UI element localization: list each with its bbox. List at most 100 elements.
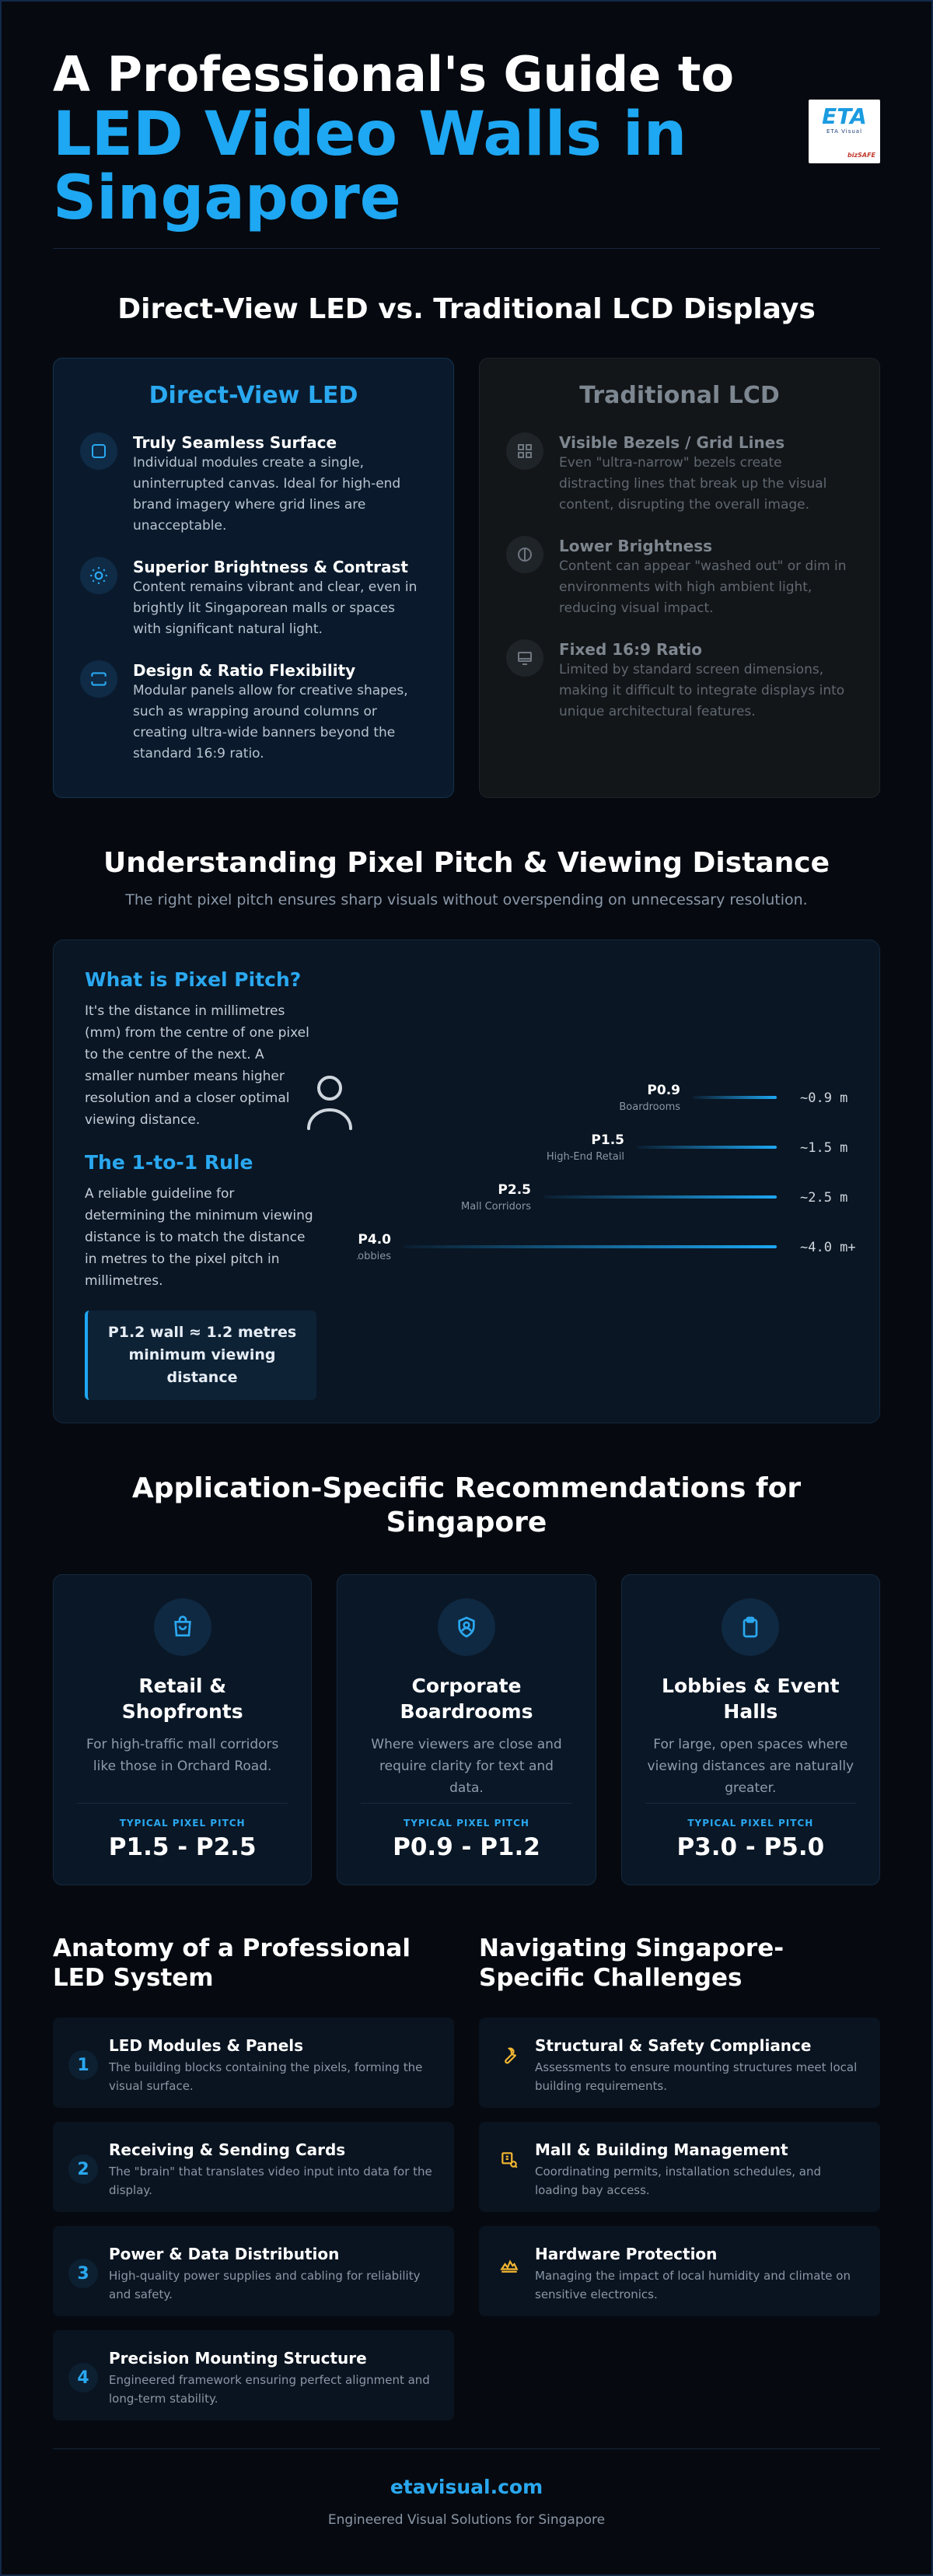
feature-desc: Content remains vibrant and clear, even …: [133, 579, 418, 637]
anatomy-column: Anatomy of a Professional LED System 1 L…: [53, 1934, 454, 2434]
pitch-label: P4.0: [358, 1232, 391, 1248]
lcd-feature: Lower Brightness Content can appear "was…: [506, 536, 853, 619]
title-line-1: A Professional's Guide to: [53, 46, 735, 103]
item-title: LED Modules & Panels: [109, 2036, 304, 2055]
item-desc: The "brain" that translates video input …: [109, 2165, 432, 2197]
pitch-label: TYPICAL PIXEL PITCH: [687, 1818, 814, 1829]
footer: etavisual.com Engineered Visual Solution…: [53, 2448, 880, 2528]
step-number: 3: [68, 2259, 98, 2288]
clipboard-icon: [722, 1598, 780, 1656]
pitch-use-label: Mall Corridors: [461, 1201, 531, 1213]
grid-icon: [506, 432, 543, 470]
distance-label: ~2.5 m: [800, 1190, 847, 1206]
feature-title: Truly Seamless Surface: [133, 433, 337, 452]
app-card-retail: Retail & Shopfronts For high-traffic mal…: [53, 1574, 313, 1885]
feature-desc: Limited by standard screen dimensions, m…: [559, 662, 845, 719]
feature-title: Superior Brightness & Contrast: [133, 558, 408, 576]
led-heading: Direct-View LED: [149, 382, 358, 409]
pitch-beam: [637, 1146, 777, 1149]
challenges-title: Navigating Singapore-Specific Challenges: [479, 1934, 784, 1992]
item-title: Structural & Safety Compliance: [535, 2036, 812, 2055]
distance-label: ~1.5 m: [800, 1140, 847, 1156]
monitor-icon: [506, 639, 543, 677]
feature-desc: Content can appear "washed out" or dim i…: [559, 558, 847, 616]
led-feature: Superior Brightness & Contrast Content r…: [80, 557, 427, 640]
item-title: Mall & Building Management: [535, 2140, 788, 2159]
pitch-subtitle: The right pixel pitch ensures sharp visu…: [125, 891, 808, 908]
led-feature: Truly Seamless Surface Individual module…: [80, 432, 427, 537]
anatomy-challenges-section: Anatomy of a Professional LED System 1 L…: [53, 1934, 880, 2434]
apps-title: Application-Specific Recommendations for…: [131, 1472, 802, 1538]
pitch-beam: [693, 1096, 777, 1099]
website-link[interactable]: etavisual.com: [390, 2476, 543, 2498]
app-desc: For high-traffic mall corridors like tho…: [86, 1737, 279, 1774]
step-number: 1: [68, 2050, 98, 2080]
comparison-title: Direct-View LED vs. Traditional LCD Disp…: [117, 293, 816, 325]
pixel-pitch-section: Understanding Pixel Pitch & Viewing Dist…: [53, 846, 880, 1423]
pitch-use-label: Large Lobbies: [357, 1251, 391, 1262]
feature-desc: Modular panels allow for creative shapes…: [133, 683, 408, 761]
pitch-label: TYPICAL PIXEL PITCH: [404, 1818, 529, 1829]
pitch-title: Understanding Pixel Pitch & Viewing Dist…: [103, 847, 830, 879]
item-title: Receiving & Sending Cards: [109, 2140, 346, 2159]
item-title: Precision Mounting Structure: [109, 2349, 367, 2368]
shopping-bag-icon: [153, 1598, 211, 1656]
wrench-icon: [494, 2041, 524, 2070]
item-desc: Assessments to ensure mounting structure…: [535, 2060, 858, 2093]
pitch-value: P0.9 - P1.2: [393, 1833, 540, 1861]
item-desc: The building blocks containing the pixel…: [109, 2060, 423, 2093]
pitch-label: P0.9: [647, 1083, 680, 1098]
viewer-icon: [307, 1076, 352, 1130]
step-number: 2: [68, 2154, 98, 2184]
climate-icon: [494, 2249, 524, 2279]
item-desc: Managing the impact of local humidity an…: [535, 2269, 851, 2301]
pitch-label: P1.5: [591, 1132, 624, 1148]
pitch-value: P3.0 - P5.0: [676, 1833, 825, 1861]
pitch-beam: [543, 1195, 777, 1199]
sun-icon: [80, 557, 117, 594]
badge-person-icon: [437, 1598, 495, 1656]
feature-title: Design & Ratio Flexibility: [133, 661, 356, 680]
building-icon: [494, 2145, 524, 2175]
rule-callout: P1.2 wall ≈ 1.2 metres minimum viewing d…: [85, 1311, 316, 1400]
app-title: Lobbies & Event Halls: [662, 1675, 840, 1723]
item-desc: Coordinating permits, installation sched…: [535, 2165, 822, 2197]
anatomy-title: Anatomy of a Professional LED System: [53, 1934, 411, 1992]
step-number: 4: [68, 2363, 98, 2392]
feature-desc: Even "ultra-narrow" bezels create distra…: [559, 455, 827, 513]
company-logo[interactable]: ETA ETA Visual bizSAFE: [809, 100, 880, 163]
contrast-icon: [506, 536, 543, 573]
rule-heading: The 1-to-1 Rule: [85, 1151, 253, 1174]
item-desc: High-quality power supplies and cabling …: [109, 2269, 421, 2301]
logo-mark: ETA: [822, 103, 867, 129]
app-title: Retail & Shopfronts: [121, 1675, 243, 1723]
led-card: Direct-View LED Truly Seamless Surface I…: [53, 358, 454, 798]
lcd-feature: Fixed 16:9 Ratio Limited by standard scr…: [506, 639, 853, 723]
item-title: Hardware Protection: [535, 2245, 718, 2263]
pitch-label: P2.5: [498, 1182, 531, 1198]
challenges-column: Navigating Singapore-Specific Challenges…: [479, 1934, 880, 2434]
footer-tagline: Engineered Visual Solutions for Singapor…: [327, 2512, 606, 2528]
item-title: Power & Data Distribution: [109, 2245, 340, 2263]
pitch-label: TYPICAL PIXEL PITCH: [119, 1818, 246, 1829]
title-line-2: LED Video Walls in Singapore: [53, 100, 687, 233]
feature-title: Visible Bezels / Grid Lines: [559, 433, 785, 452]
app-title: Corporate Boardrooms: [400, 1675, 533, 1723]
comparison-section: Direct-View LED vs. Traditional LCD Disp…: [53, 292, 880, 798]
app-desc: Where viewers are close and require clar…: [371, 1737, 562, 1796]
pitch-value: P1.5 - P2.5: [108, 1833, 257, 1861]
lcd-feature: Visible Bezels / Grid Lines Even "ultra-…: [506, 432, 853, 516]
app-card-lobby: Lobbies & Event Halls For large, open sp…: [620, 1574, 880, 1885]
what-is-pitch-heading: What is Pixel Pitch?: [85, 968, 302, 991]
logo-subtext: ETA Visual: [826, 128, 863, 135]
feature-desc: Individual modules create a single, unin…: [133, 455, 401, 534]
app-card-boardroom: Corporate Boardrooms Where viewers are c…: [337, 1574, 596, 1885]
lcd-card: Traditional LCD Visible Bezels / Grid Li…: [479, 358, 880, 798]
